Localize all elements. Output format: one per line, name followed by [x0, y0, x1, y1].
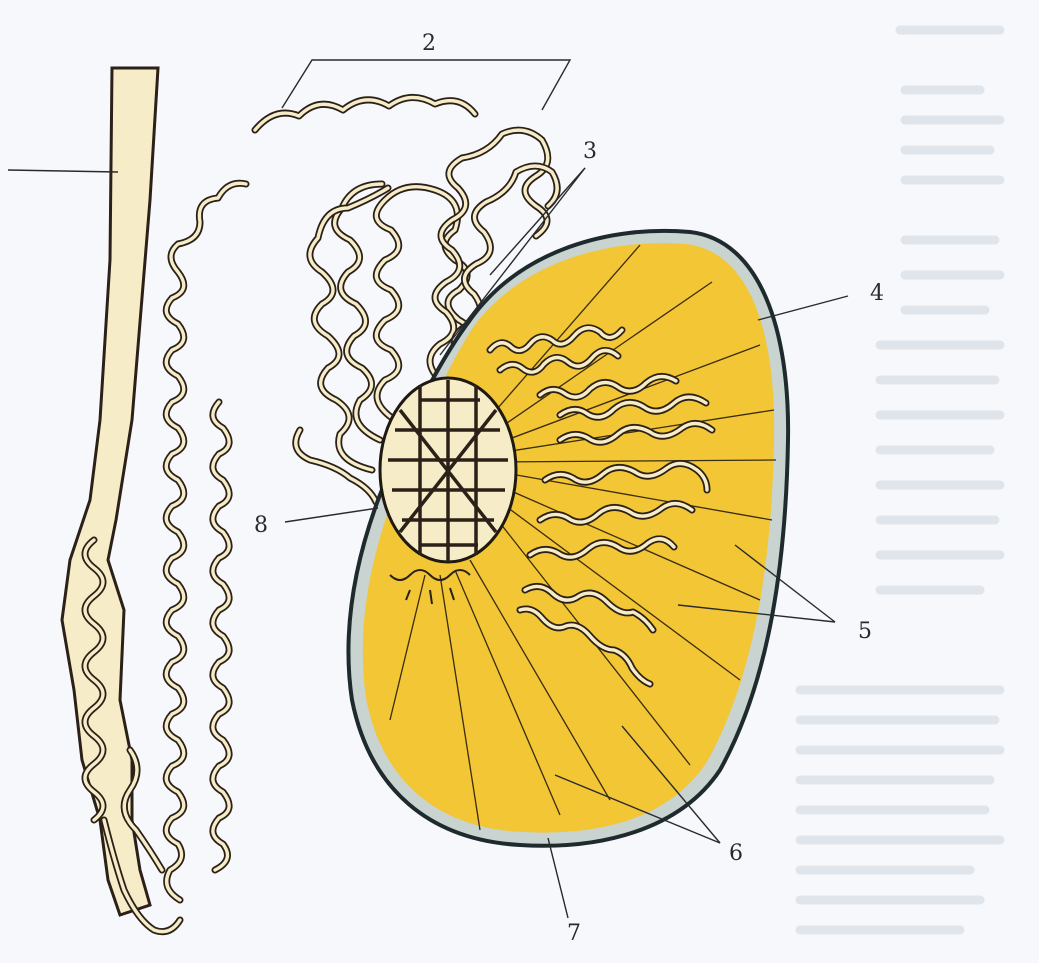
label-3: 3: [583, 139, 597, 164]
label-8: 8: [254, 513, 268, 538]
label-7: 7: [567, 921, 581, 946]
leader-7: [548, 838, 568, 918]
leader-8: [285, 508, 378, 522]
testis: [348, 231, 788, 846]
background-text-bleedthrough: [800, 30, 1000, 930]
label-6: 6: [729, 841, 743, 866]
label-5: 5: [858, 619, 872, 644]
label-2: 2: [422, 31, 436, 56]
leader-1: [8, 170, 118, 172]
rete-testis: [380, 378, 516, 562]
label-4: 4: [870, 281, 884, 306]
